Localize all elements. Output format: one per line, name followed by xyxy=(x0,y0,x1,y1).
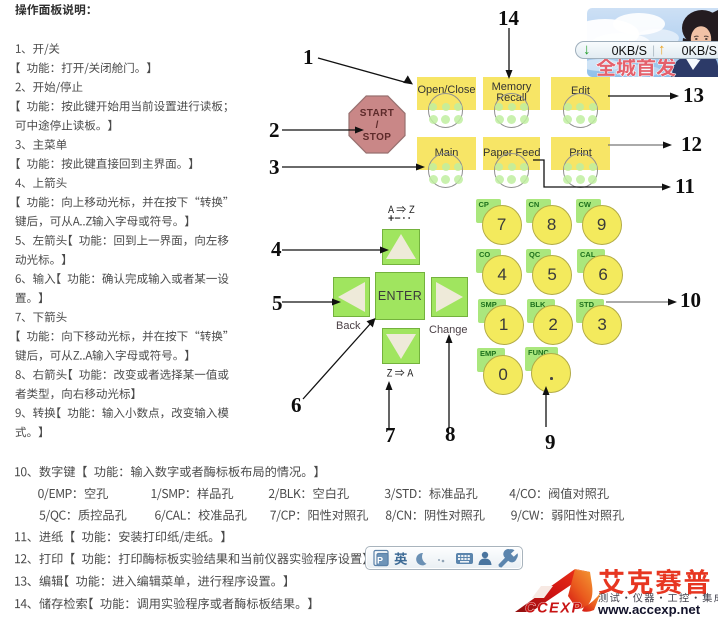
svg-text:START: START xyxy=(360,108,395,119)
svg-text:STOP: STOP xyxy=(363,132,392,143)
svg-text:/: / xyxy=(376,120,379,131)
svg-text:www.accexp.net: www.accexp.net xyxy=(597,602,701,617)
svg-text:P: P xyxy=(377,556,383,566)
svg-text:CCEXP: CCEXP xyxy=(525,601,583,617)
